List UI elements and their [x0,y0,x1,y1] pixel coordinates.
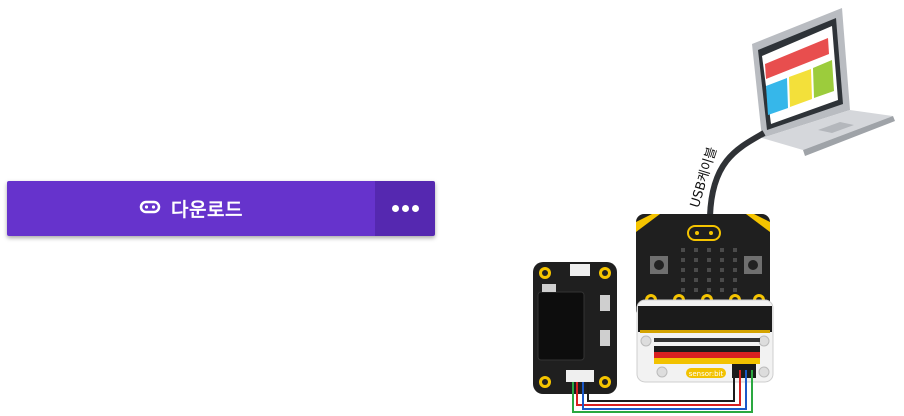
jumper-wires [572,370,753,413]
download-label: 다운로드 [171,199,243,221]
sensor-bit-board-icon: sensor:bit [636,299,774,383]
microbit-board-icon [636,214,770,318]
expansion-brand: sensor:bit [689,370,724,378]
more-options-button[interactable] [375,181,435,236]
sensor-module-icon [533,262,617,394]
download-button[interactable]: 다운로드 [7,181,375,236]
ellipsis-icon [390,205,420,212]
laptop-icon [752,8,895,156]
download-bar: 다운로드 [7,181,435,236]
microbit-link-icon [139,199,161,218]
usb-cable [707,130,766,217]
